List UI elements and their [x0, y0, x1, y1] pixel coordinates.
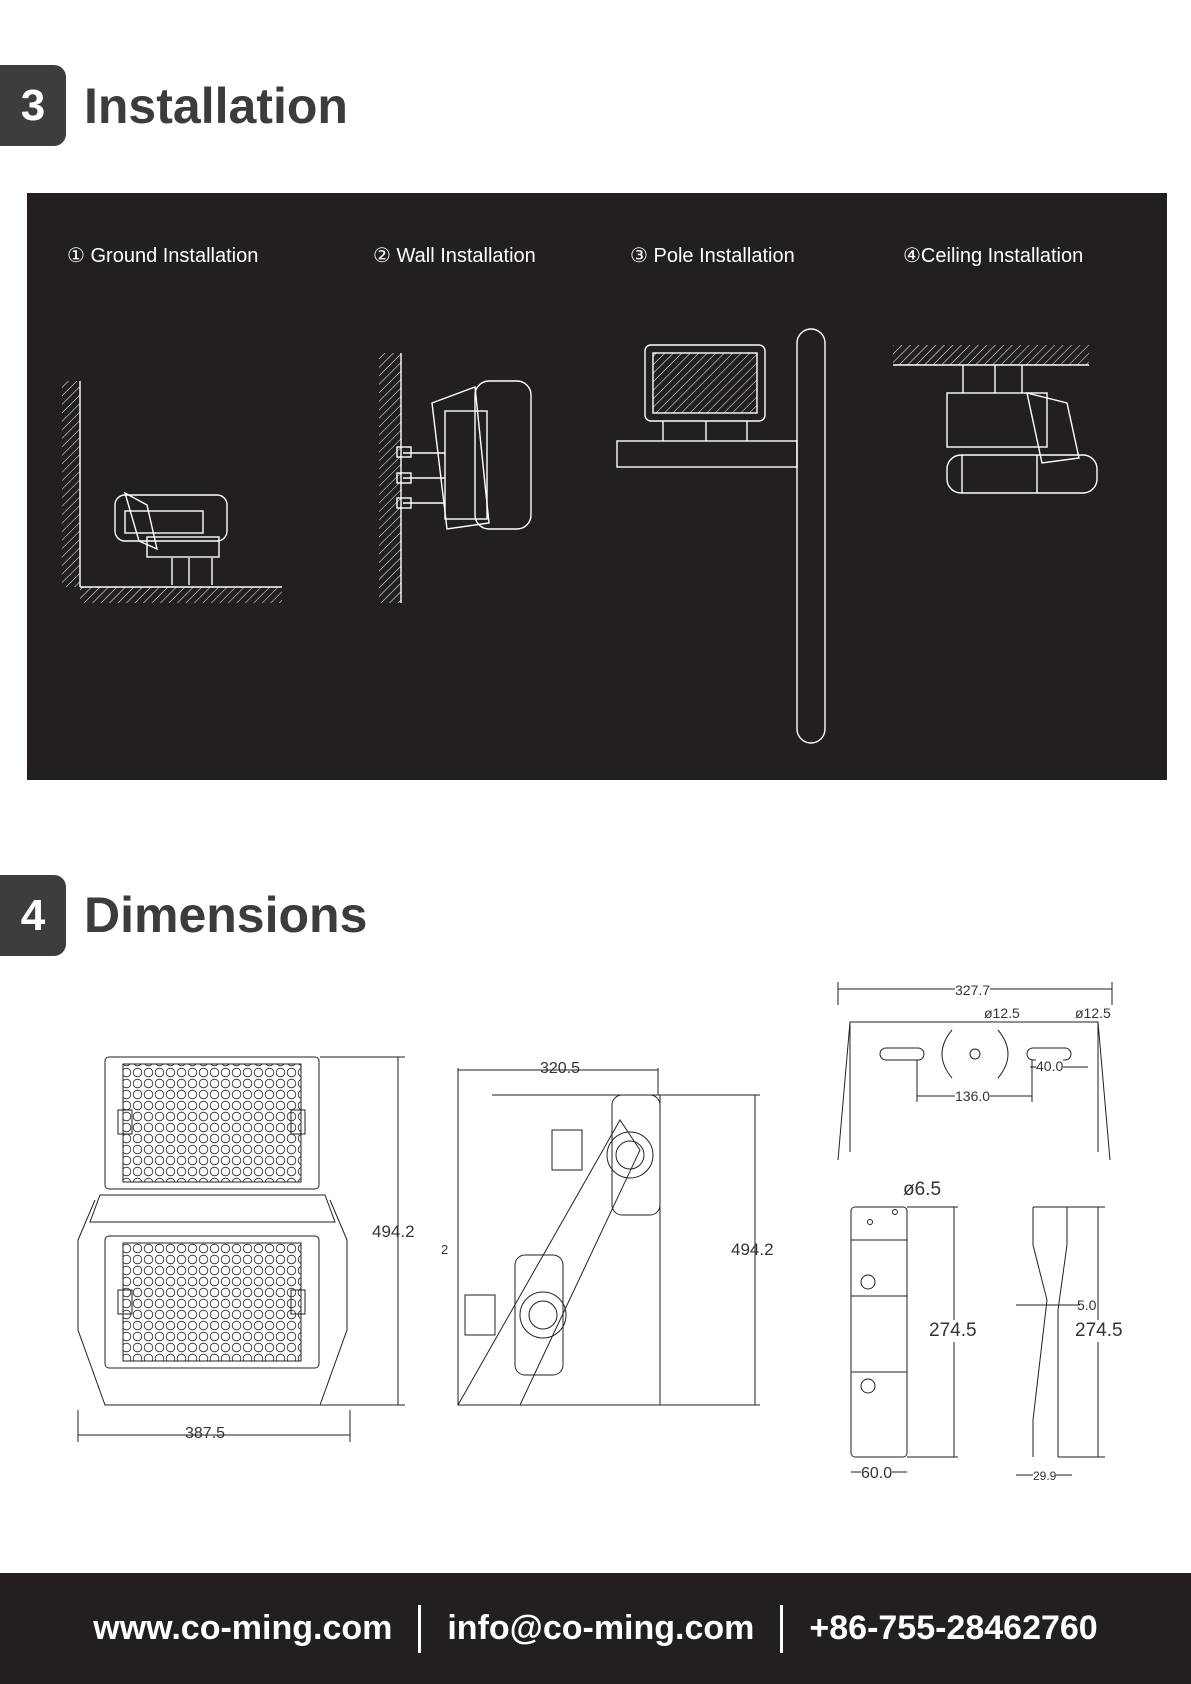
front-view-drawing: [77, 1056, 405, 1442]
phone-number: +86-755-28462760: [809, 1609, 1098, 1647]
front-width-label: 387.5: [185, 1425, 226, 1442]
section-number-badge: 3: [0, 65, 66, 146]
profile-offset-label: 5.0: [1077, 1297, 1097, 1313]
ground-installation-drawing: [62, 381, 282, 603]
bracket-hole-side-label: ø12.5: [1075, 1005, 1111, 1021]
section-number-badge: 4: [0, 875, 66, 956]
bracket-slot-spacing-label: 136.0: [955, 1088, 991, 1104]
wall-installation-drawing: [379, 353, 532, 603]
ceiling-installation-drawing: [893, 345, 1098, 494]
plate-height-label: 274.5: [929, 1320, 977, 1342]
side-width-label: 320.5: [540, 1060, 581, 1077]
installation-drawings: [62, 328, 1098, 744]
bracket-hole-center-label: ø12.5: [984, 1005, 1020, 1021]
front-height-label: 494.2: [372, 1222, 415, 1241]
side-height-label: 494.2: [731, 1240, 774, 1259]
bracket-view-drawing: [837, 982, 1113, 1161]
profile-width-label: 29.9: [1033, 1469, 1057, 1483]
plate-hole-label: ø6.5: [903, 1179, 942, 1200]
plate-width-label: 60.0: [861, 1465, 893, 1483]
bracket-slot-length-label: 40.0: [1036, 1058, 1064, 1074]
footer-divider: [418, 1604, 422, 1653]
ground-installation-label: ① Ground Installation: [67, 245, 259, 267]
pole-installation-label: ③ Pole Installation: [630, 245, 795, 267]
bracket-width-label: 327.7: [955, 982, 991, 998]
installation-panel: ① Ground Installation ② Wall Installatio…: [27, 193, 1167, 780]
side-view-drawing: [457, 1068, 760, 1406]
ceiling-installation-label: ④Ceiling Installation: [903, 245, 1084, 267]
website-link[interactable]: www.co-ming.com: [93, 1609, 393, 1647]
footer-divider: [780, 1604, 784, 1653]
profile-height-label: 274.5: [1075, 1320, 1123, 1342]
section-title-installation: Installation: [84, 78, 348, 134]
section-number: 4: [20, 890, 46, 940]
wall-installation-label: ② Wall Installation: [373, 245, 536, 267]
section-number: 3: [20, 80, 46, 130]
email-link[interactable]: info@co-ming.com: [447, 1609, 755, 1647]
section-title-dimensions: Dimensions: [84, 887, 368, 943]
pole-installation-drawing: [616, 328, 826, 744]
side-tick-label: 2: [441, 1242, 449, 1257]
footer-bar: www.co-ming.com info@co-ming.com +86-755…: [0, 1573, 1191, 1684]
